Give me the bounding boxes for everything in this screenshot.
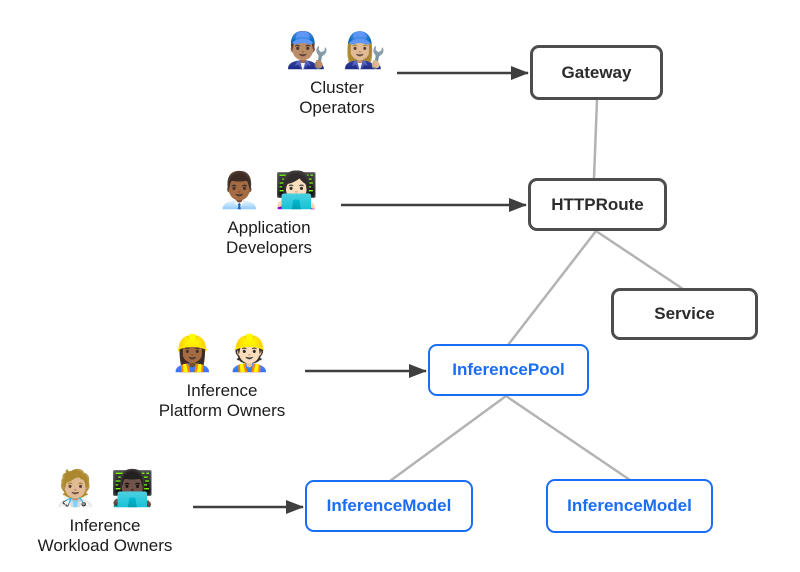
node-inferencemodel-right-label: InferenceModel bbox=[567, 496, 692, 515]
node-inferencemodel-right: InferenceModel bbox=[546, 479, 713, 533]
edge-httproute-inferencepool bbox=[507, 230, 597, 346]
inference-workload-owners-label-line2: Workload Owners bbox=[37, 536, 173, 555]
edge-httproute-service bbox=[595, 229, 684, 291]
node-service-label: Service bbox=[654, 304, 715, 323]
inference-workload-owners-label: Inference Workload Owners bbox=[5, 516, 205, 556]
edge-inferencepool-inferencemodel-left bbox=[389, 394, 507, 483]
inference-platform-owners-emoji: 👷🏾‍♀️ 👷🏻 bbox=[170, 334, 274, 373]
application-developers-label: Application Developers bbox=[169, 218, 369, 258]
edge-inferencepool-inferencemodel-right bbox=[505, 394, 631, 482]
inference-workload-owners-emoji: 🧑🏼‍⚕️ 👨🏿‍💻 bbox=[53, 469, 157, 508]
node-gateway: Gateway bbox=[530, 45, 663, 100]
cluster-operators-label: Cluster Operators bbox=[237, 78, 437, 118]
application-developers-label-line2: Developers bbox=[226, 238, 312, 257]
node-httproute: HTTPRoute bbox=[528, 178, 667, 231]
node-service: Service bbox=[611, 288, 758, 340]
persona-cluster-operators: 👨🏽‍🔧 👩🏼‍🔧 Cluster Operators bbox=[237, 26, 437, 118]
persona-inference-workload-owners: 🧑🏼‍⚕️ 👨🏿‍💻 Inference Workload Owners bbox=[5, 464, 205, 556]
persona-application-developers: 👨🏾‍💼 👩🏻‍💻 Application Developers bbox=[169, 166, 369, 258]
cluster-operators-label-line2: Operators bbox=[299, 98, 375, 117]
persona-inference-platform-owners: 👷🏾‍♀️ 👷🏻 Inference Platform Owners bbox=[122, 329, 322, 421]
inference-platform-owners-label-line1: Inference bbox=[186, 381, 258, 400]
application-developers-label-line1: Application bbox=[227, 218, 311, 237]
node-inferencemodel-left-label: InferenceModel bbox=[326, 496, 452, 515]
inference-workload-owners-label-line1: Inference bbox=[69, 516, 141, 535]
inference-platform-owners-label: Inference Platform Owners bbox=[122, 381, 322, 421]
node-gateway-label: Gateway bbox=[561, 62, 632, 82]
cluster-operators-label-line1: Cluster bbox=[310, 78, 364, 97]
inference-platform-owners-label-line2: Platform Owners bbox=[158, 401, 286, 420]
edge-gateway-httproute bbox=[592, 99, 599, 179]
cluster-operators-emoji: 👨🏽‍🔧 👩🏼‍🔧 bbox=[285, 31, 389, 70]
node-inferencepool-label: InferencePool bbox=[452, 360, 565, 379]
node-inferencemodel-left: InferenceModel bbox=[305, 480, 473, 532]
node-inferencepool: InferencePool bbox=[428, 344, 589, 396]
application-developers-emoji: 👨🏾‍💼 👩🏻‍💻 bbox=[217, 171, 321, 210]
node-httproute-label: HTTPRoute bbox=[551, 194, 644, 214]
